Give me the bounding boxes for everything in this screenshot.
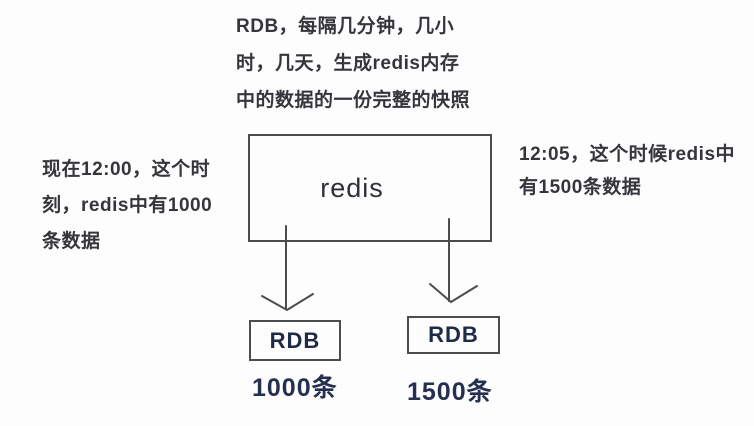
left-note: 现在12:00，这个时 刻，redis中有1000 条数据 — [42, 152, 212, 260]
left-note-line-1: 现在12:00，这个时 — [42, 159, 211, 180]
redis-box-label: redis — [320, 172, 384, 203]
rdb-box-left: RDB — [249, 320, 341, 361]
rdb-box-left-label: RDB — [269, 327, 321, 353]
rdb-right-count: 1500条 — [407, 378, 493, 406]
top-note-line-1: RDB，每隔几分钟，几小 — [236, 16, 455, 37]
rdb-left-count: 1000条 — [252, 374, 338, 402]
right-note-line-1: 12:05，这个时候redis中 — [519, 144, 736, 165]
top-note: RDB，每隔几分钟，几小 时，几天，生成redis内存 中的数据的一份完整的快照 — [236, 8, 470, 119]
rdb-box-right: RDB — [407, 316, 500, 354]
top-note-line-3: 中的数据的一份完整的快照 — [236, 90, 471, 111]
left-note-line-3: 条数据 — [42, 231, 101, 252]
redis-box: redis — [248, 134, 492, 242]
right-note: 12:05，这个时候redis中 有1500条数据 — [519, 138, 735, 204]
right-note-line-2: 有1500条数据 — [519, 177, 642, 198]
rdb-box-right-label: RDB — [428, 322, 479, 347]
left-note-line-2: 刻，redis中有1000 — [42, 195, 213, 216]
top-note-line-2: 时，几天，生成redis内存 — [236, 53, 460, 74]
